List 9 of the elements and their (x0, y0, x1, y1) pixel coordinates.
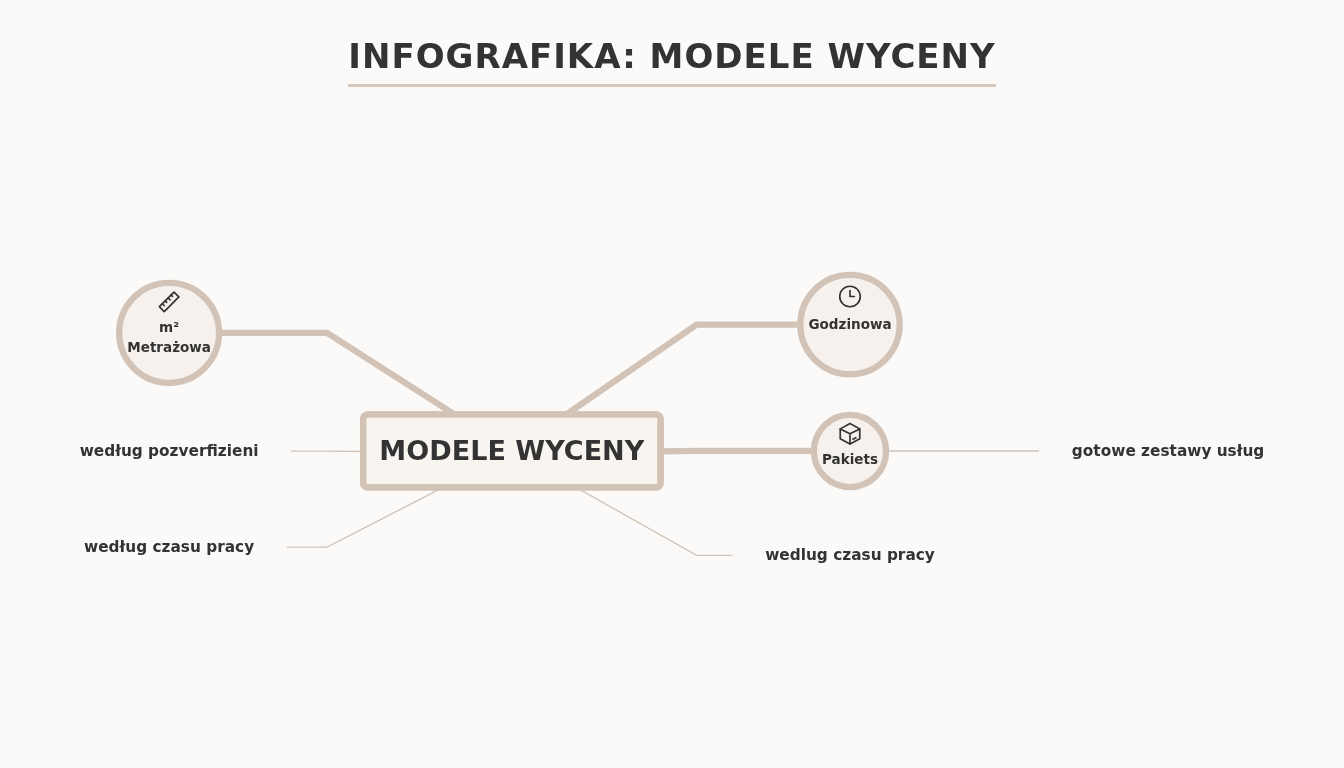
node-circle: Godzinowa (797, 271, 903, 378)
connector (661, 447, 814, 455)
node-text: wedlug czasu pracy (765, 545, 935, 564)
node-text: według czasu pracy (84, 537, 255, 556)
node-circle: m² Metrażowa (116, 279, 223, 386)
node-text: według pozverfizieni (79, 441, 259, 460)
diagram-title: INFOGRAFIKA: MODELE WYCENY (348, 36, 996, 87)
node-text: gotowe zestawy usług (1071, 441, 1265, 460)
node-circle: Pakiets (810, 411, 890, 491)
